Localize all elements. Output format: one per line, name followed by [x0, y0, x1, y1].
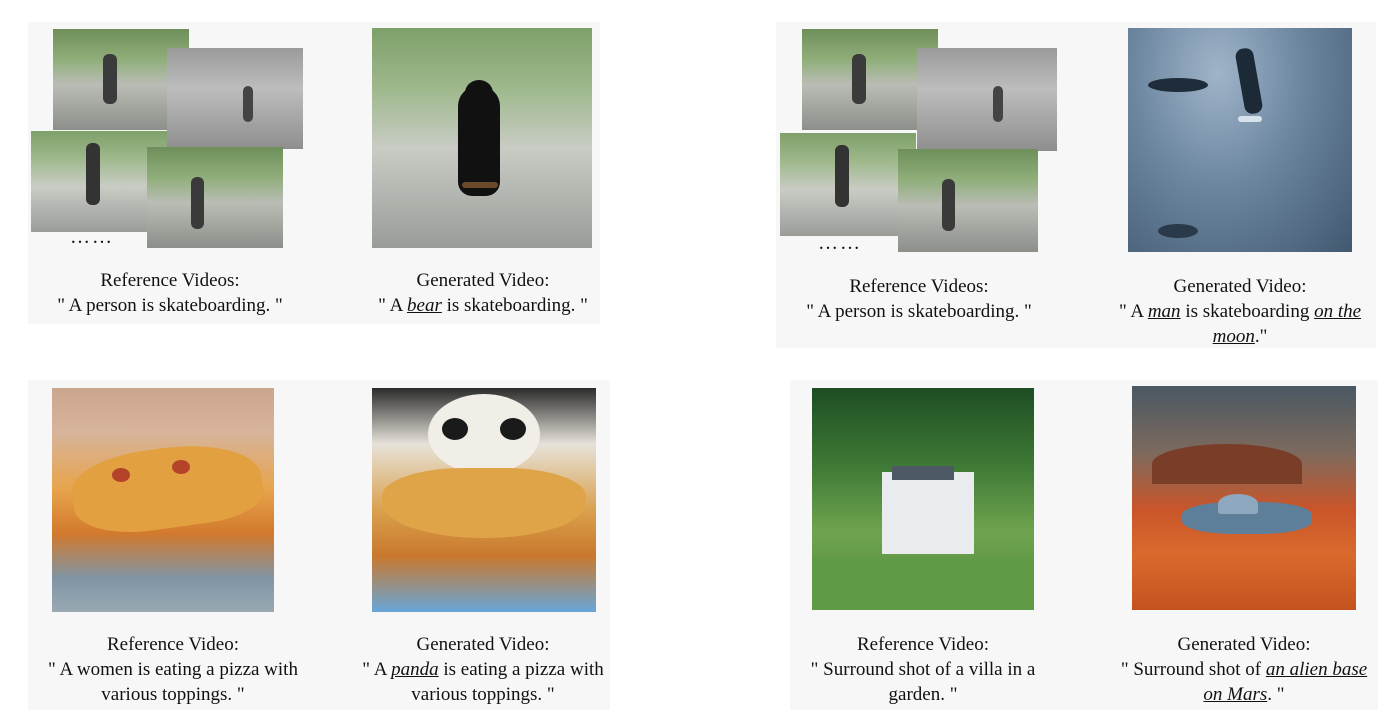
ref-caption-4: Reference Video: " Surround shot of a vi… — [796, 632, 1050, 707]
ref-description: " Surround shot of a villa in a garden. … — [810, 659, 1036, 705]
gen-description: " A man is skateboarding on the moon." — [1118, 301, 1362, 347]
gen-title: Generated Video: — [1177, 634, 1311, 655]
ref-title: Reference Videos: — [100, 270, 240, 291]
ref-frame-villa — [812, 388, 1034, 610]
ref-description: " A person is skateboarding. " — [57, 295, 283, 316]
gen-title: Generated Video: — [416, 634, 550, 655]
ref-caption-3: Reference Video: " A women is eating a p… — [40, 632, 306, 707]
ref-caption-2: Reference Videos: " A person is skateboa… — [788, 274, 1050, 324]
gen-caption-1: Generated Video: " A bear is skateboardi… — [352, 268, 614, 318]
gen-caption-2: Generated Video: " A man is skateboardin… — [1112, 274, 1368, 349]
ref-frame-2 — [917, 48, 1057, 151]
gen-caption-4: Generated Video: " Surround shot of an a… — [1120, 632, 1368, 707]
ref-frame-pizza — [52, 388, 274, 612]
ref-frame-3 — [780, 133, 916, 236]
gen-description: " A bear is skateboarding. " — [378, 295, 588, 316]
ref-frame-1 — [53, 29, 189, 130]
generated-frame-mars — [1132, 386, 1356, 610]
generated-frame-moon — [1128, 28, 1352, 252]
generated-frame-bear — [372, 28, 592, 248]
gen-description: " A panda is eating a pizza with various… — [362, 659, 604, 705]
gen-title: Generated Video: — [1173, 276, 1307, 297]
ref-frame-2 — [167, 48, 303, 149]
ref-caption-1: Reference Videos: " A person is skateboa… — [40, 268, 300, 318]
generated-frame-panda — [372, 388, 596, 612]
ref-title: Reference Video: — [107, 634, 239, 655]
gen-caption-3: Generated Video: " A panda is eating a p… — [360, 632, 606, 707]
gen-title: Generated Video: — [416, 270, 550, 291]
gen-description: " Surround shot of an alien base on Mars… — [1120, 659, 1368, 705]
ref-frame-3 — [31, 131, 167, 232]
ref-frame-1 — [802, 29, 938, 130]
ref-title: Reference Video: — [857, 634, 989, 655]
ref-frame-4 — [147, 147, 283, 248]
ref-description: " A person is skateboarding. " — [806, 301, 1032, 322]
ref-frame-4 — [898, 149, 1038, 252]
ref-description: " A women is eating a pizza with various… — [48, 659, 298, 705]
ref-title: Reference Videos: — [849, 276, 989, 297]
more-frames-ellipsis: …… — [818, 232, 862, 254]
more-frames-ellipsis: …… — [70, 226, 114, 248]
